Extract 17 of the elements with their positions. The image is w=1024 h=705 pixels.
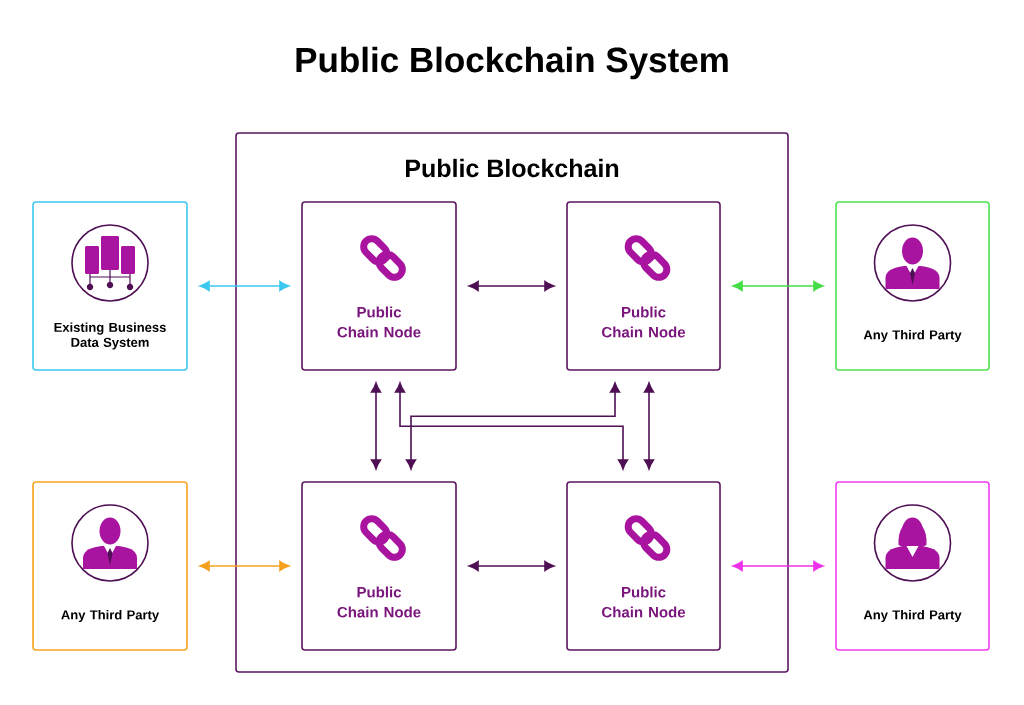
chain-node-box: Public Chain Node [301,201,457,371]
participant-box: Any Third Party [32,481,188,651]
arrow [468,280,555,292]
arrow [732,280,824,292]
chain-node-box: Public Chain Node [301,481,457,651]
participant-box: Any Third Party [835,201,990,371]
title: Public Blockchain System [296,46,728,80]
arrow [468,560,555,572]
participant-box: Existing Business Data System [32,201,188,371]
arrow [199,560,290,572]
arrow [643,382,655,470]
chain-node-box: Public Chain Node [566,201,721,371]
arrow [199,280,290,292]
arrow [732,560,824,572]
arrow [370,382,382,470]
chain-node-box: Public Chain Node [566,481,721,651]
participant-box: Any Third Party [835,481,990,651]
